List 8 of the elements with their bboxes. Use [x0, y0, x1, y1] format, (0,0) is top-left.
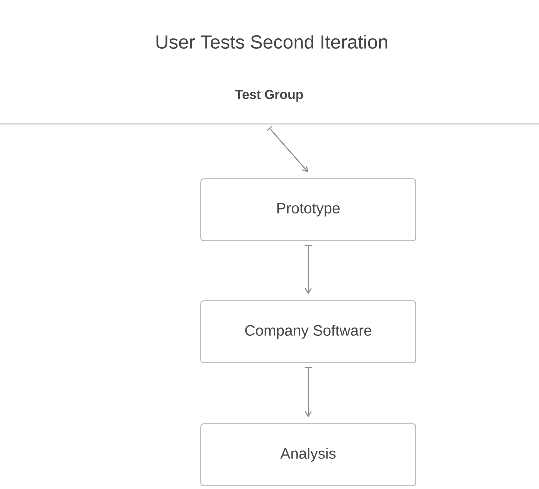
- process-box: Analysis: [200, 424, 416, 486]
- arrow: [304, 367, 312, 418]
- title: User Tests Second Iteration: [156, 35, 388, 49]
- arrow: [266, 126, 308, 173]
- process-box: Prototype: [200, 178, 416, 242]
- process-box: Company Software: [200, 300, 416, 364]
- lane-header: Test Group: [0, 90, 539, 125]
- arrow: [304, 245, 312, 295]
